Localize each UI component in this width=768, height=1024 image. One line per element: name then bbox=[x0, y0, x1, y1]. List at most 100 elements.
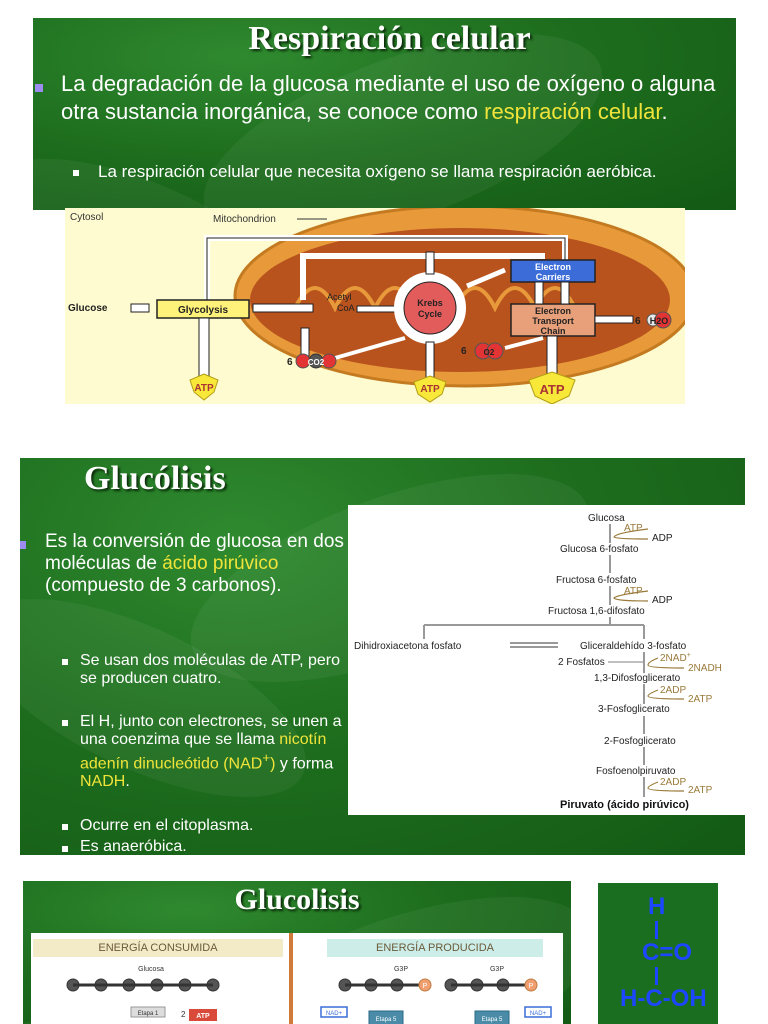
atp-out: 2ATP bbox=[688, 785, 713, 796]
arrow-body bbox=[594, 315, 634, 324]
side-arrow bbox=[647, 689, 685, 700]
h2o-count: 6 bbox=[635, 316, 641, 327]
arrow-body bbox=[425, 251, 435, 275]
highlight-text: nicotín adenín dinucleótido (NAD bbox=[80, 731, 327, 773]
phosphate bbox=[524, 978, 538, 992]
nad-in: 2NAD+ bbox=[660, 652, 691, 664]
bond bbox=[655, 921, 658, 939]
krebs-label: Krebs bbox=[417, 298, 443, 308]
etapa5-box bbox=[368, 1010, 404, 1024]
highlight-text: respiración celular bbox=[484, 99, 662, 124]
text-segment: (compuesto de 3 carbonos). bbox=[45, 575, 282, 596]
arrow-path bbox=[504, 336, 544, 350]
arrow-body bbox=[560, 281, 570, 305]
step-g6f: Glucosa 6-fosfato bbox=[560, 544, 639, 555]
etapa5-box bbox=[474, 1010, 510, 1024]
mitochondrion-label: Mitochondrion bbox=[213, 214, 276, 225]
two-label: 2 bbox=[181, 1010, 186, 1019]
step-g3p: Gliceraldehído 3-fosfato bbox=[580, 641, 687, 652]
step-f16df: Fructosa 1,6-difosfato bbox=[548, 606, 645, 617]
etc-label-2: Transport bbox=[532, 316, 574, 326]
atp-label: ATP bbox=[539, 382, 564, 397]
etapa1-box bbox=[130, 1006, 166, 1018]
sub-bullet-marker bbox=[62, 659, 68, 665]
energy-produced-header: ENERGÍA PRODUCIDA bbox=[327, 939, 543, 957]
p-label: P bbox=[423, 983, 428, 990]
cycle-label: Cycle bbox=[418, 309, 442, 319]
atp-label: ATP bbox=[420, 384, 440, 395]
glycolysis-label: Glycolysis bbox=[178, 305, 228, 316]
glycolysis-pathway-diagram: Glucosa ATP ADP Glucosa 6-fosfato Fructo… bbox=[348, 505, 745, 815]
carriers-label: Carriers bbox=[536, 272, 571, 282]
text-segment: El H, junto con electrones, se unen a un… bbox=[80, 713, 342, 748]
atp-label: ATP bbox=[194, 383, 214, 394]
bullet-citoplasma: Ocurre en el citoplasma. bbox=[80, 817, 254, 834]
arrow-body bbox=[356, 305, 398, 313]
text-segment: Es la conversión de glucosa en dos moléc… bbox=[45, 531, 344, 574]
highlight-text: ácido pirúvico bbox=[162, 553, 279, 574]
carbonyl-group: C=O bbox=[642, 939, 693, 966]
atp-out: 2ATP bbox=[688, 694, 713, 705]
atp-in: ATP bbox=[624, 586, 643, 597]
adp-out: ADP bbox=[652, 533, 673, 544]
electron-transport-chain-box bbox=[510, 303, 596, 337]
nad-box bbox=[524, 1006, 552, 1018]
arrow-body bbox=[534, 281, 544, 305]
arrow-body bbox=[300, 327, 310, 357]
step-dhap: Dihidroxiacetona fosfato bbox=[354, 641, 462, 652]
acetyl-label: Acetyl bbox=[327, 292, 352, 302]
arrow-body bbox=[130, 303, 150, 313]
step-bpg: 1,3-Difosfoglicerato bbox=[594, 673, 681, 684]
arrow-body bbox=[198, 317, 210, 377]
etapa5-label: Etapa 5 bbox=[482, 1017, 503, 1023]
co2-count: 6 bbox=[287, 357, 293, 368]
bond bbox=[655, 967, 658, 985]
main-paragraph: La degradación de la glucosa mediante el… bbox=[61, 70, 736, 126]
slide-title: Glucólisis bbox=[84, 460, 226, 497]
atom-h-top: H bbox=[648, 893, 666, 920]
sub-bullet-marker bbox=[62, 720, 68, 726]
adp-out: ADP bbox=[652, 595, 673, 606]
etc-label-3: Chain bbox=[540, 326, 565, 336]
electron-label: Electron bbox=[535, 262, 571, 272]
co2-o-atom bbox=[321, 353, 337, 369]
highlight-text: ) bbox=[270, 755, 276, 773]
main-paragraph: Es la conversión de glucosa en dos moléc… bbox=[45, 531, 355, 597]
arrow-path bbox=[334, 336, 406, 360]
side-arrow bbox=[647, 657, 685, 669]
text-segment: y forma bbox=[275, 755, 334, 773]
atp-box bbox=[189, 1009, 217, 1021]
p-label: P bbox=[529, 983, 534, 990]
co2-label: CO2 bbox=[308, 358, 325, 367]
bullet-anaerobica: Es anaeróbica. bbox=[80, 838, 187, 855]
etc-label-1: Electron bbox=[535, 306, 571, 316]
coa-label: CoA bbox=[337, 303, 355, 313]
slide-respiracion-celular: Respiración celular La degradación de la… bbox=[33, 18, 736, 210]
nad-label: NAD+ bbox=[326, 1011, 343, 1017]
hydroxyl-group: H-C-OH bbox=[620, 985, 707, 1012]
nad-superscript: + bbox=[687, 652, 691, 659]
arrow-path bbox=[466, 267, 506, 289]
slide-structure: H C=O H-C-OH bbox=[598, 883, 718, 1024]
atp-burst bbox=[413, 375, 447, 403]
step-f6f: Fructosa 6-fosfato bbox=[556, 575, 637, 586]
step-pep: Fosfoenolpiruvato bbox=[596, 766, 676, 777]
o2-count: 6 bbox=[461, 346, 467, 357]
krebs-cycle-circle bbox=[403, 281, 457, 335]
bullet-marker bbox=[35, 84, 43, 92]
slide-title: Glucolisis bbox=[234, 883, 360, 916]
side-arrow bbox=[613, 590, 649, 602]
etapa1-label: Etapa 1 bbox=[138, 1011, 159, 1017]
energy-svg: Glucosa Etapa 1 2 ATP G3P G3P bbox=[66, 966, 552, 1024]
sub-bullet-marker bbox=[73, 170, 79, 176]
bullet-marker bbox=[20, 541, 26, 549]
diagram-svg: Cytosol Mitochondrion Glucose Glycolysis… bbox=[68, 204, 697, 405]
bullet-nad: El H, junto con electrones, se unen a un… bbox=[80, 713, 350, 791]
side-arrow bbox=[613, 528, 649, 540]
slide-title: Respiración celular bbox=[248, 20, 531, 57]
glucose-label: Glucose bbox=[68, 303, 108, 314]
text-segment: La degradación de la glucosa mediante el… bbox=[61, 71, 716, 124]
superscript: + bbox=[262, 750, 271, 765]
glucosa-label: Glucosa bbox=[138, 966, 164, 973]
h2o-o-atom bbox=[654, 311, 672, 329]
